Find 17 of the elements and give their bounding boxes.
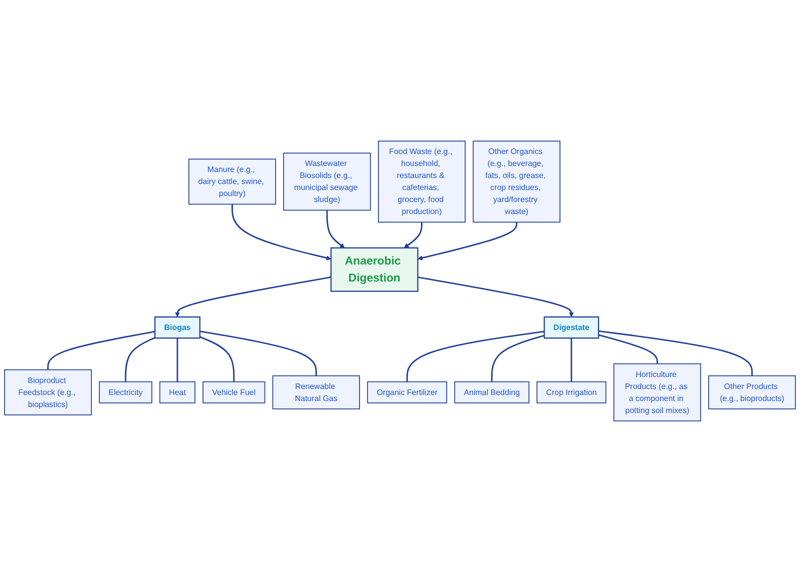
connector-line xyxy=(598,334,658,364)
connector-line xyxy=(406,330,544,382)
arrow xyxy=(418,222,518,260)
connector-line xyxy=(176,338,178,382)
connector-line xyxy=(200,336,235,382)
arrow xyxy=(232,204,332,260)
arrow xyxy=(418,276,574,318)
connector-line xyxy=(491,334,544,382)
connector-line xyxy=(200,330,317,376)
connector-line xyxy=(47,330,156,370)
connector-line xyxy=(124,337,156,382)
arrow xyxy=(174,276,332,318)
connector-line xyxy=(598,330,753,376)
connector-line xyxy=(570,338,572,382)
arrow xyxy=(404,222,422,248)
arrow xyxy=(326,210,345,248)
process-box: Anaerobic Digestion xyxy=(330,247,418,292)
